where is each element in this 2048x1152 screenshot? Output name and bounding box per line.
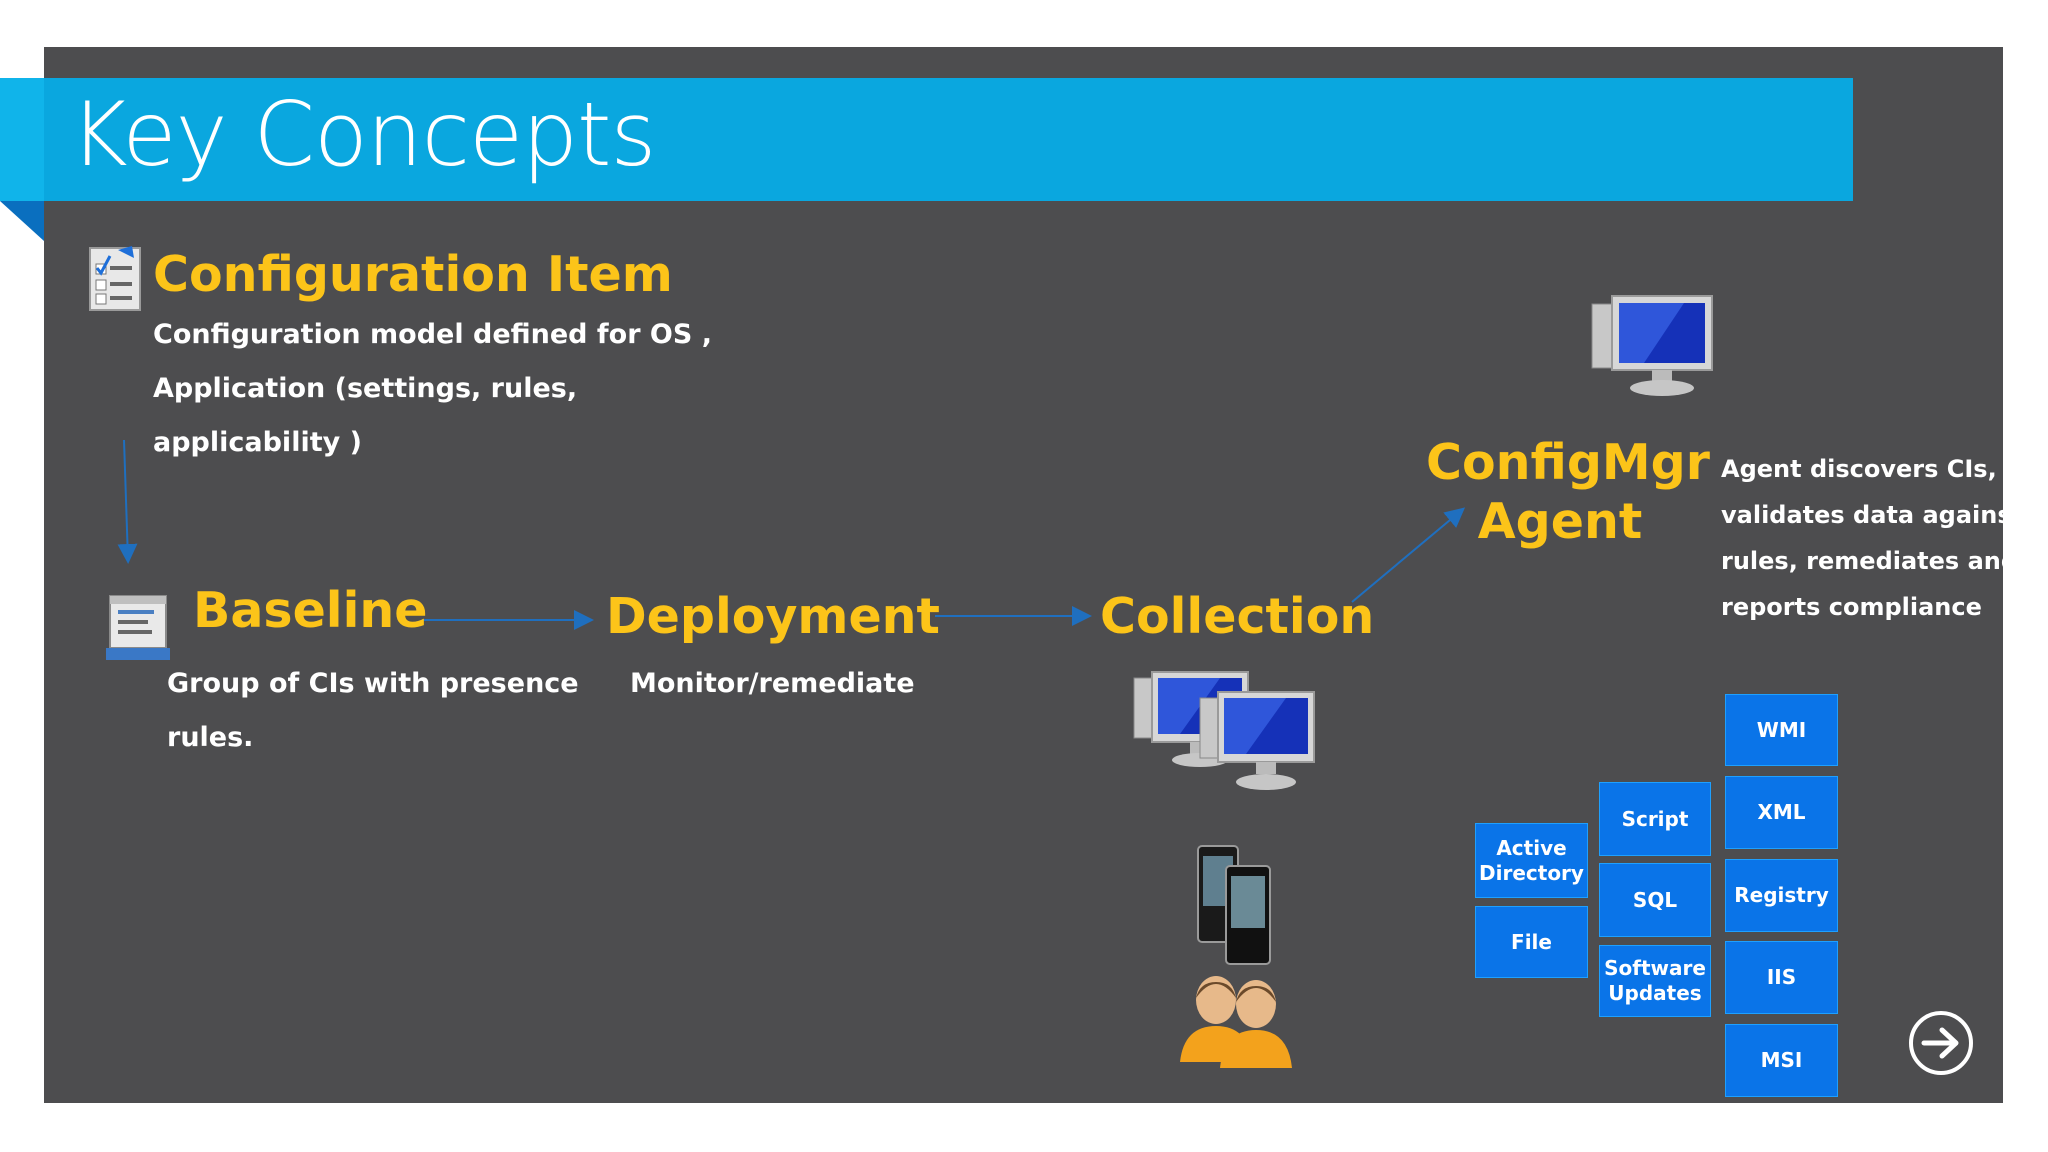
title-bar [0, 78, 1853, 201]
tile-wmi: WMI [1725, 694, 1838, 766]
baseline-line: Group of CIs with presence [167, 668, 579, 699]
agent-line: rules, remediates and [1721, 547, 2019, 575]
agent-heading-line: Agent [1477, 492, 1643, 550]
configuration-item-heading: Configuration Item [153, 246, 673, 303]
configuration-item-line: Application (settings, rules, [153, 373, 578, 404]
title-bar-fold [0, 201, 44, 241]
computer-icon [1588, 292, 1718, 404]
agent-line: validates data against [1721, 501, 2024, 529]
baseline-line: rules. [167, 722, 254, 753]
deployment-description: Monitor/remediate [630, 657, 915, 711]
deployment-line: Monitor/remediate [630, 668, 915, 699]
collection-heading: Collection [1100, 588, 1375, 645]
configuration-item-line: Configuration model defined for OS , [153, 319, 712, 350]
agent-line: Agent discovers CIs, [1721, 455, 1997, 483]
checklist-document-icon [88, 244, 148, 314]
next-arrow-icon [1909, 1011, 1973, 1075]
agent-heading: ConfigMgr Agent [1426, 434, 1710, 552]
tile-iis: IIS [1725, 941, 1838, 1014]
tile-software-updates: Software Updates [1599, 945, 1711, 1017]
baseline-document-icon [104, 592, 174, 664]
tile-registry: Registry [1725, 859, 1838, 932]
slide-title: Key Concepts [70, 83, 656, 186]
baseline-description: Group of CIs with presence rules. [167, 657, 579, 765]
tile-xml: XML [1725, 776, 1838, 849]
arrow-ci-to-baseline [117, 439, 138, 564]
configuration-item-line: applicability ) [153, 427, 362, 458]
agent-description: Agent discovers CIs, validates data agai… [1721, 446, 2023, 630]
baseline-heading: Baseline [193, 582, 428, 639]
configuration-item-description: Configuration model defined for OS , App… [153, 308, 712, 470]
deployment-heading: Deployment [606, 588, 940, 645]
agent-heading-line: ConfigMgr [1426, 434, 1710, 491]
tile-script: Script [1599, 782, 1711, 856]
arrow-collection-to-agent [1351, 507, 1466, 603]
users-icon [1178, 970, 1298, 1080]
computers-icon [1120, 668, 1320, 808]
tile-file: File [1475, 906, 1588, 978]
tile-sql: SQL [1599, 863, 1711, 937]
tile-active-directory: Active Directory [1475, 823, 1588, 898]
next-slide-button[interactable] [1906, 1008, 1976, 1078]
tile-msi: MSI [1725, 1024, 1838, 1097]
title-bar-accent [0, 78, 44, 201]
mobile-devices-icon [1194, 844, 1280, 968]
agent-line: reports compliance [1721, 593, 1982, 621]
